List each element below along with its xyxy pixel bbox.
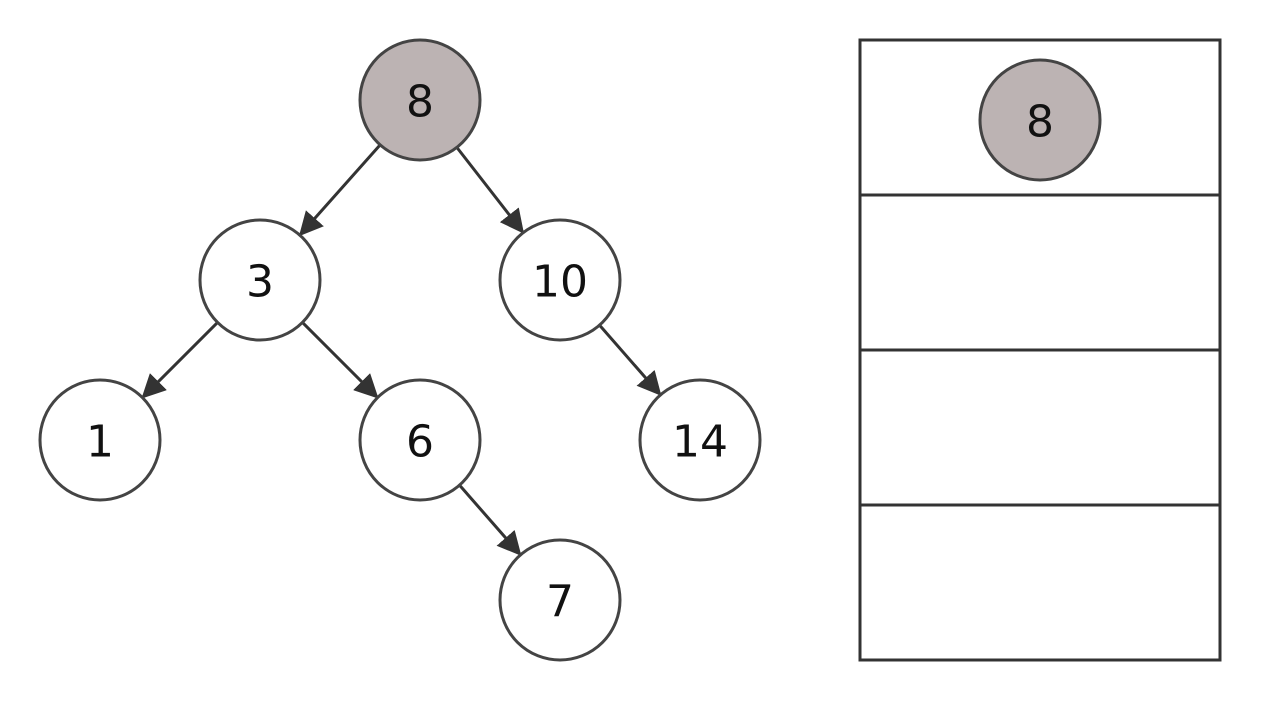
tree-node: 14 (638, 378, 762, 502)
tree-node-circle (38, 378, 162, 502)
edge-arrow (458, 484, 522, 556)
tree-node-label: 7 (546, 577, 574, 628)
edge-arrow (141, 321, 219, 399)
tree-node-label: 6 (406, 417, 434, 468)
stack: 8 (858, 38, 1222, 662)
tree-node-label: 8 (406, 77, 434, 128)
tree-node-label: 10 (532, 257, 588, 308)
tree-node-circle (498, 538, 622, 662)
tree-node-circle (638, 378, 762, 502)
edge-arrow (455, 146, 525, 234)
edge-arrow (298, 143, 382, 237)
tree-node: 1 (38, 378, 162, 502)
tree-node: 10 (498, 218, 622, 342)
tree-node-label: 3 (246, 257, 274, 308)
tree-node-circle (198, 218, 322, 342)
tree-node: 3 (198, 218, 322, 342)
tree-node-circle-highlighted (358, 38, 482, 162)
tree-node-label: 1 (86, 417, 114, 468)
tree-nodes: 8 3 10 1 6 14 7 (38, 38, 762, 662)
stack-item: 8 (978, 58, 1102, 182)
tree-node-circle (358, 378, 482, 502)
edge-arrow (301, 321, 379, 399)
edge-arrow (598, 324, 662, 396)
tree-node: 8 (358, 38, 482, 162)
tree-edges (141, 143, 662, 556)
tree-node: 7 (498, 538, 622, 662)
stack-item-label: 8 (1026, 97, 1054, 148)
tree-node-circle (498, 218, 622, 342)
stack-item-circle (978, 58, 1102, 182)
tree-node: 6 (358, 378, 482, 502)
tree-node-label: 14 (672, 417, 728, 468)
